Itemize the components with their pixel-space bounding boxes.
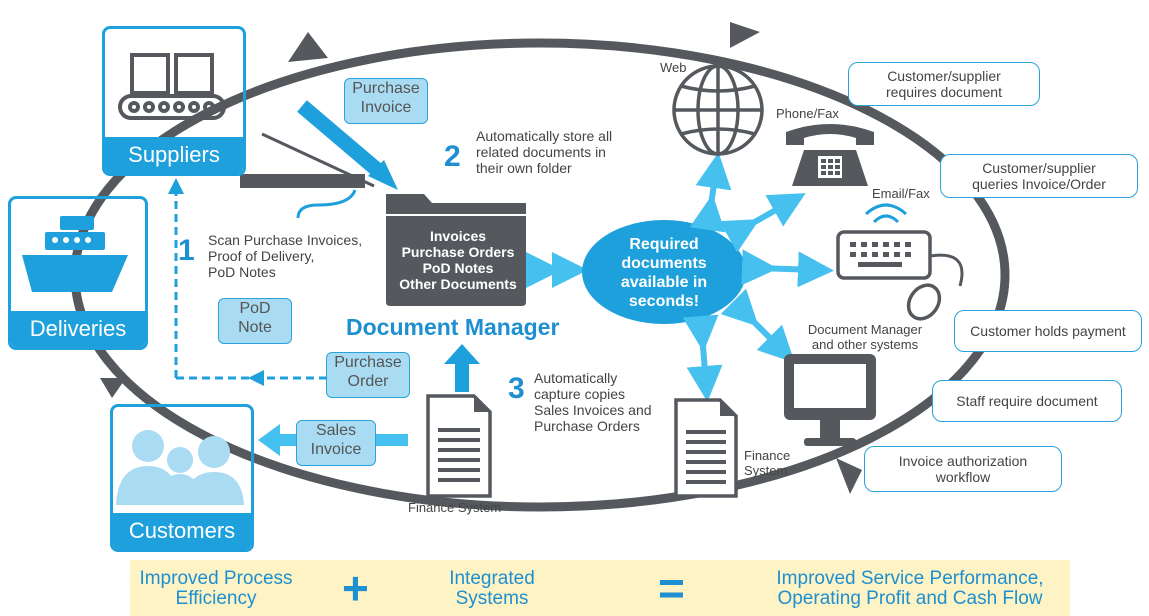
dashed-arrowhead-left xyxy=(248,370,264,386)
step1-number: 1 xyxy=(178,234,195,267)
dashed-arrowhead-up xyxy=(168,178,184,194)
cycle-arrowhead-top-left xyxy=(288,32,328,62)
customers-label: Customers xyxy=(113,513,251,549)
email-fax-label: Email/Fax xyxy=(872,186,930,201)
summary-banner xyxy=(130,560,1070,616)
cycle-arrowhead-bottom-left xyxy=(100,378,126,398)
people-icon xyxy=(116,430,244,505)
keyboard-icon xyxy=(836,203,964,321)
conveyor-icon xyxy=(118,53,226,120)
note-staff-require: Staff require document xyxy=(932,380,1122,422)
customers-card: Customers xyxy=(110,404,254,552)
dashed-order-arrow xyxy=(174,192,326,380)
document-manager-title: Document Manager xyxy=(346,314,560,340)
banner-plus: + xyxy=(342,562,369,614)
finance-system-left-label: Finance System xyxy=(408,500,502,515)
telephone-icon xyxy=(786,124,874,186)
scanner-icon xyxy=(240,132,384,219)
suppliers-card: Suppliers xyxy=(102,26,246,176)
intake-arrow xyxy=(297,100,398,190)
deliveries-card: Deliveries xyxy=(8,196,148,350)
required-documents-bubble xyxy=(582,220,746,324)
web-label: Web xyxy=(660,60,687,75)
deliveries-label: Deliveries xyxy=(11,311,145,347)
globe-icon xyxy=(672,64,764,156)
step1-text: Scan Purchase Invoices,Proof of Delivery… xyxy=(208,232,363,280)
banner-equals: = xyxy=(658,562,685,614)
suppliers-label: Suppliers xyxy=(105,137,243,173)
step2-number: 2 xyxy=(444,140,461,173)
step3-number: 3 xyxy=(508,372,525,405)
folder-icon xyxy=(386,194,526,306)
banner-service-performance: Improved Service Performance,Operating P… xyxy=(776,568,1044,609)
ship-icon xyxy=(22,216,128,292)
finance-document-right xyxy=(674,398,738,498)
cycle-arrowhead-top-right xyxy=(730,22,760,48)
cycle-arrowhead-bottom-right xyxy=(836,458,862,494)
phone-fax-label: Phone/Fax xyxy=(776,106,839,121)
radial-arrows xyxy=(682,152,834,402)
finance-document-left xyxy=(426,394,492,498)
note-holds-payment: Customer holds payment xyxy=(954,310,1142,352)
monitor-icon xyxy=(784,354,876,446)
capture-arrow xyxy=(444,344,480,392)
